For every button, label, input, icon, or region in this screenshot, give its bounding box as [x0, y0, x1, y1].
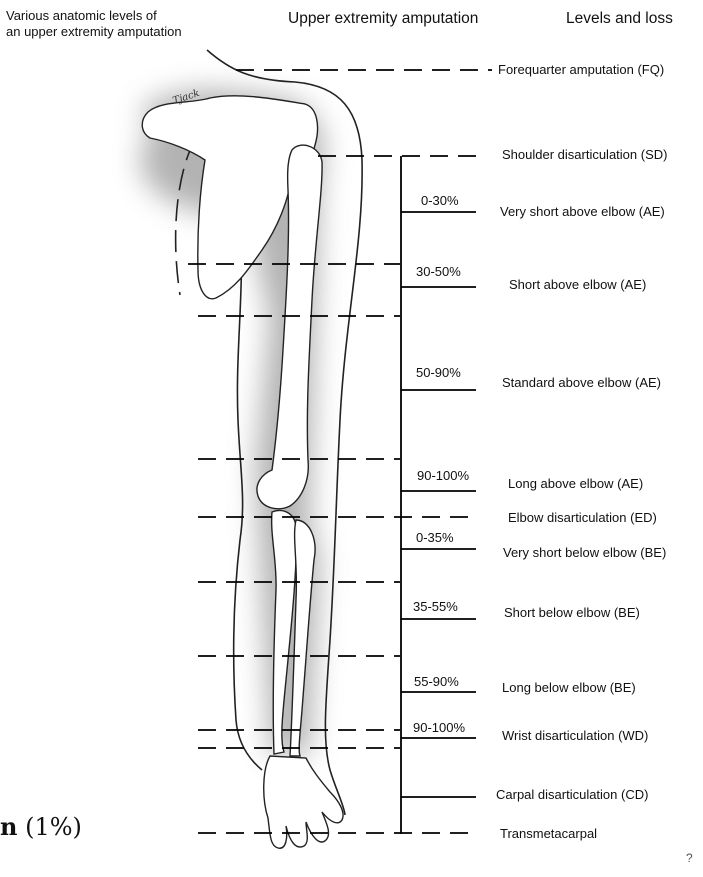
level-label-sd: Shoulder disarticulation (SD): [502, 147, 667, 163]
pct-90-100-ae: 90-100%: [417, 468, 469, 483]
header-title-right: Levels and loss: [566, 10, 673, 28]
pct-0-30: 0-30%: [421, 193, 459, 208]
pct-30-50: 30-50%: [416, 264, 461, 279]
level-label-long-be: Long below elbow (BE): [502, 680, 636, 696]
skeleton: [142, 96, 343, 848]
figure-caption: Various anatomic levels of an upper extr…: [6, 8, 182, 40]
pct-55-90: 55-90%: [414, 674, 459, 689]
caption-line-2: an upper extremity amputation: [6, 24, 182, 40]
level-label-very-short-be: Very short below elbow (BE): [503, 545, 666, 561]
snippet-bold: n: [0, 812, 17, 841]
level-label-transmetacarpal: Transmetacarpal: [500, 826, 597, 842]
header-title-center: Upper extremity amputation: [288, 10, 478, 28]
corner-icon: ?: [686, 851, 693, 865]
level-label-ed: Elbow disarticulation (ED): [508, 510, 657, 526]
level-label-standard-ae: Standard above elbow (AE): [502, 375, 661, 391]
level-label-long-ae: Long above elbow (AE): [508, 476, 643, 492]
level-label-short-ae: Short above elbow (AE): [509, 277, 646, 293]
level-label-very-short-ae: Very short above elbow (AE): [500, 204, 665, 220]
pct-0-35: 0-35%: [416, 530, 454, 545]
level-label-cd: Carpal disarticulation (CD): [496, 787, 648, 803]
level-label-short-be: Short below elbow (BE): [504, 605, 640, 621]
pct-50-90: 50-90%: [416, 365, 461, 380]
bottom-text-snippet: n (1%): [0, 812, 82, 841]
snippet-percent: (1%): [17, 813, 81, 841]
caption-line-1: Various anatomic levels of: [6, 8, 182, 24]
pct-35-55: 35-55%: [413, 599, 458, 614]
level-label-wd: Wrist disarticulation (WD): [502, 728, 648, 744]
level-label-fq: Forequarter amputation (FQ): [498, 62, 664, 78]
hand: [264, 756, 343, 848]
pct-90-100-wd: 90-100%: [413, 720, 465, 735]
